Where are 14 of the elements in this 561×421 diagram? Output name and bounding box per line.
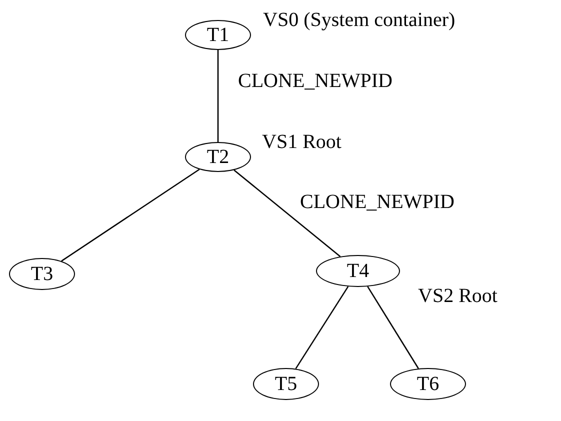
task-ellipse: T5 bbox=[253, 368, 319, 400]
node-caption: VS0 (System container) bbox=[263, 8, 456, 33]
connector-line bbox=[61, 168, 200, 262]
task-ellipse: T2 bbox=[185, 142, 251, 172]
task-ellipse: T4 bbox=[316, 255, 400, 287]
node-caption: VS1 Root bbox=[262, 130, 342, 155]
connector-line bbox=[234, 170, 341, 258]
connector-line bbox=[217, 50, 219, 142]
task-ellipse: T3 bbox=[9, 258, 75, 290]
task-ellipse: T1 bbox=[185, 20, 251, 50]
node-caption: VS2 Root bbox=[418, 284, 498, 309]
connector-line bbox=[367, 286, 419, 369]
task-ellipse: T6 bbox=[390, 368, 466, 400]
connector-line bbox=[295, 286, 349, 370]
